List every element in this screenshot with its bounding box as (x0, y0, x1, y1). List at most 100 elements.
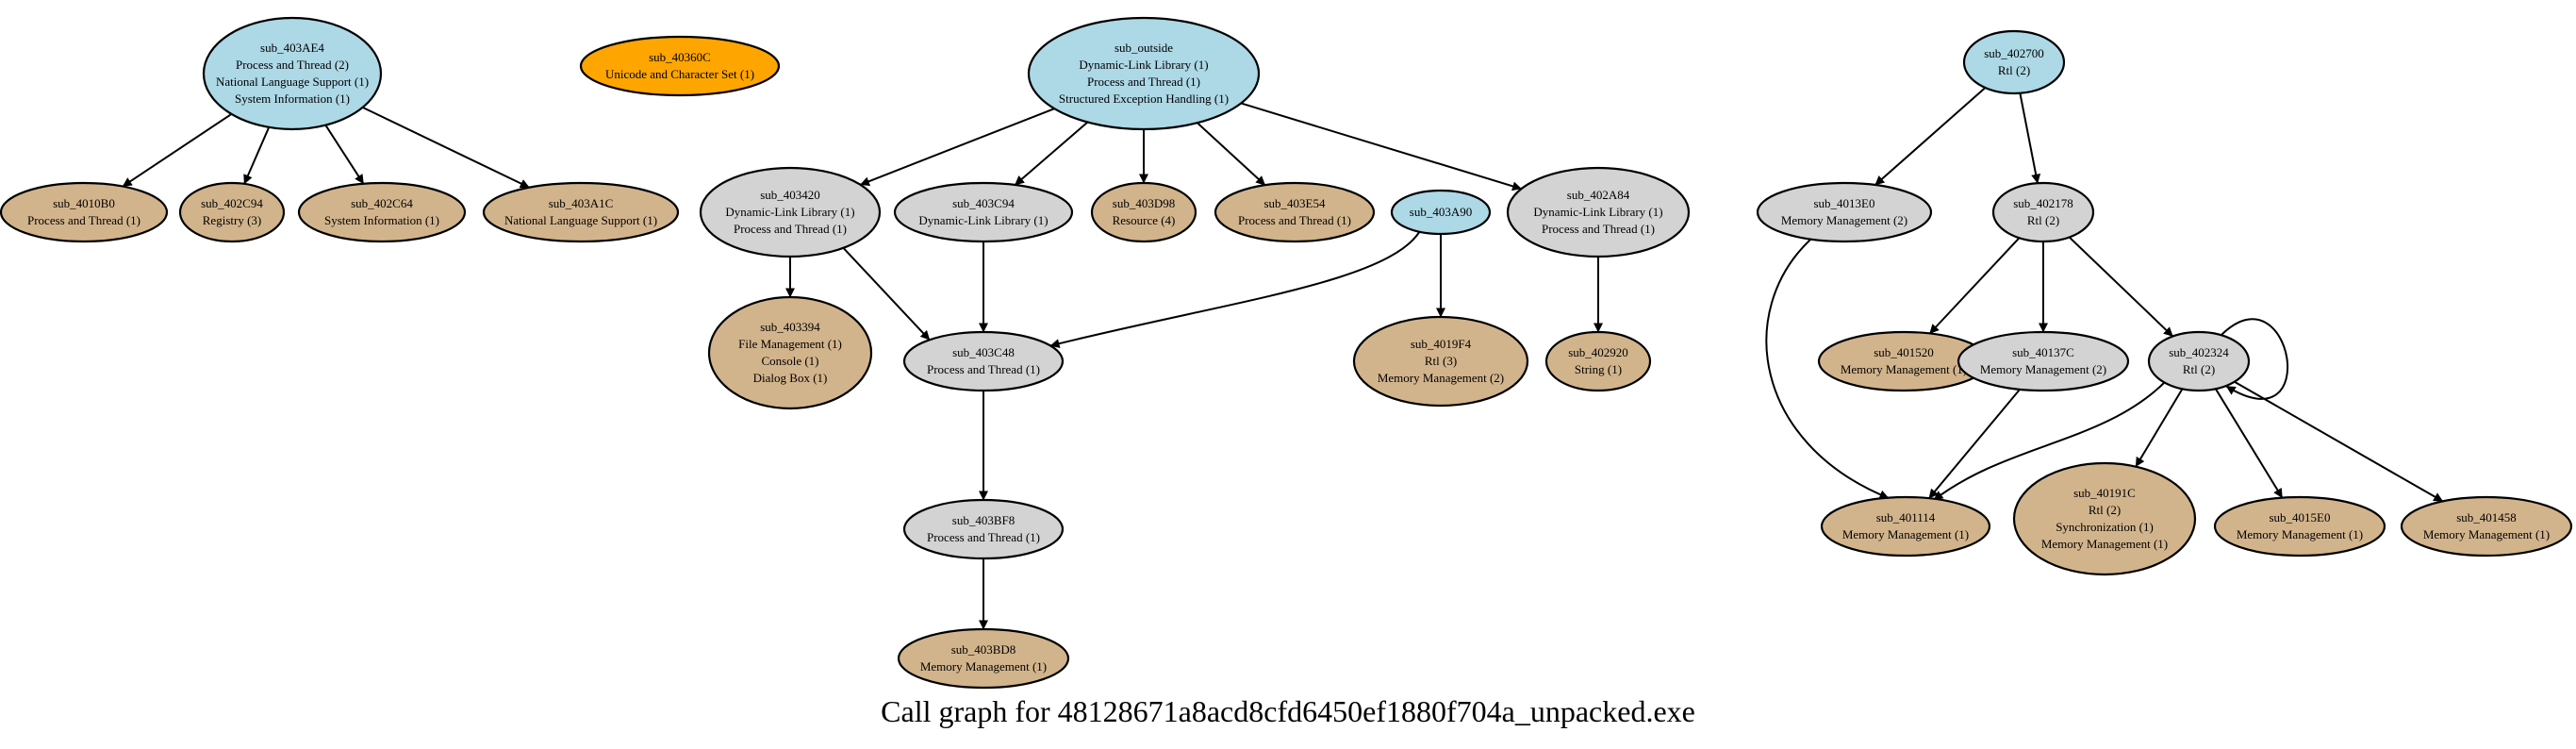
node-api-label: System Information (1) (235, 92, 350, 106)
node-name-sub_403420: sub_403420 (760, 188, 820, 202)
node-api-label: System Information (1) (324, 213, 439, 227)
node-name-sub_402C64: sub_402C64 (351, 196, 413, 210)
edge-sub_outside-to-sub_403C94 (1014, 121, 1089, 186)
edge-sub_40137C-to-sub_401114 (1928, 389, 2021, 499)
node-api-label: Structured Exception Handling (1) (1059, 92, 1229, 106)
node-name-sub_402A84: sub_402A84 (1567, 188, 1630, 202)
node-api-label: Memory Management (1) (2423, 527, 2550, 541)
node-api-label: Process and Thread (1) (927, 362, 1040, 376)
node-ellipse-sub_403C48 (902, 330, 1065, 392)
edge-sub_403A90-to-sub_403C48 (1049, 231, 1421, 349)
node-api-label: File Management (1) (738, 337, 842, 351)
node-name-sub_402324: sub_402324 (2169, 345, 2229, 359)
edge-sub_402178-to-sub_402324 (2068, 236, 2174, 338)
node-api-label: Process and Thread (1) (1087, 75, 1200, 89)
node-name-sub_401114: sub_401114 (1876, 510, 1936, 524)
node-name-sub_4019F4: sub_4019F4 (1411, 337, 1472, 351)
node-name-sub_403C94: sub_403C94 (952, 196, 1015, 210)
node-name-sub_403AE4: sub_403AE4 (260, 41, 324, 55)
node-name-sub_402178: sub_402178 (2013, 196, 2073, 210)
node-name-sub_403A1C: sub_403A1C (549, 196, 614, 210)
node-ellipse-sub_403A1C (482, 181, 680, 243)
node-api-label: Memory Management (1) (920, 659, 1047, 674)
node-name-sub_4010B0: sub_4010B0 (53, 196, 115, 210)
node-api-label: Process and Thread (1) (27, 213, 140, 227)
node-api-label: Process and Thread (1) (1238, 213, 1351, 227)
node-ellipse-sub_4013E0 (1756, 181, 1933, 243)
node-ellipse-sub_403E54 (1214, 181, 1376, 243)
node-name-sub_403BF8: sub_403BF8 (952, 513, 1015, 527)
node-api-label: Rtl (2) (2183, 362, 2215, 376)
node-api-label: Memory Management (2) (1378, 371, 1504, 385)
node-api-label: Memory Management (2) (1980, 362, 2106, 376)
node-ellipse-sub_402324 (2147, 330, 2251, 392)
node-api-label: Process and Thread (1) (927, 530, 1040, 544)
node-name-sub_403A90: sub_403A90 (1410, 205, 1472, 219)
edge-sub_403AE4-to-sub_403A1C (362, 106, 530, 189)
node-api-label: Memory Management (1) (1841, 362, 1967, 376)
edges-layer (122, 87, 2444, 630)
node-api-label: Rtl (2) (1998, 63, 2030, 77)
node-api-label: Dynamic-Link Library (1) (1533, 205, 1662, 219)
node-name-sub_401520: sub_401520 (1874, 345, 1934, 359)
node-name-sub_402700: sub_402700 (1984, 46, 2044, 60)
node-ellipse-sub_401458 (2400, 495, 2573, 558)
node-api-label: Process and Thread (1) (734, 222, 847, 236)
node-api-label: National Language Support (1) (216, 75, 369, 89)
node-ellipse-sub_403C94 (893, 181, 1074, 243)
node-ellipse-sub_403394 (707, 295, 873, 410)
edge-sub_4013E0-to-sub_401114 (1765, 239, 1890, 500)
edge-sub_403420-to-sub_403C48 (842, 247, 931, 341)
node-ellipse-sub_403A90 (1390, 189, 1492, 236)
edge-sub_403AE4-to-sub_402C94 (243, 126, 271, 185)
node-ellipse-sub_4019F4 (1352, 315, 1529, 408)
node-sub_403A90: sub_403A90 (1390, 189, 1492, 236)
node-api-label: String (1) (1575, 362, 1622, 376)
edge-sub_outside-to-sub_403E54 (1197, 122, 1266, 186)
node-ellipse-sub_40137C (1957, 330, 2130, 392)
node-api-label: Process and Thread (1) (1542, 222, 1655, 236)
edge-sub_402324-to-sub_402324 (2221, 318, 2289, 400)
node-ellipse-sub_402700 (1962, 29, 2066, 95)
node-ellipse-sub_401114 (1820, 495, 1991, 558)
node-api-label: Dynamic-Link Library (1) (725, 205, 854, 219)
node-api-label: Rtl (2) (2089, 503, 2121, 517)
node-ellipse-sub_402C64 (297, 181, 467, 243)
edge-sub_402324-to-sub_401458 (2234, 380, 2444, 503)
edge-sub_403AE4-to-sub_4010B0 (122, 113, 233, 188)
node-name-sub_403394: sub_403394 (760, 320, 820, 334)
node-api-label: Dynamic-Link Library (1) (1079, 58, 1208, 72)
node-ellipse-sub_4015E0 (2213, 495, 2386, 558)
edge-sub_outside-to-sub_402A84 (1240, 102, 1522, 191)
node-api-label: Dialog Box (1) (753, 371, 828, 385)
edge-sub_402324-to-sub_401114 (1933, 381, 2166, 501)
node-api-label: Unicode and Character Set (1) (605, 67, 754, 81)
edge-sub_outside-to-sub_403420 (859, 108, 1055, 186)
node-ellipse-sub_403AE4 (202, 16, 383, 131)
node-name-sub_40191C: sub_40191C (2073, 486, 2136, 500)
node-name-sub_401458: sub_401458 (2456, 510, 2517, 524)
node-ellipse-sub_402920 (1544, 330, 1652, 392)
node-ellipse-sub_403BF8 (902, 498, 1065, 560)
node-api-label: Process and Thread (2) (236, 58, 349, 72)
